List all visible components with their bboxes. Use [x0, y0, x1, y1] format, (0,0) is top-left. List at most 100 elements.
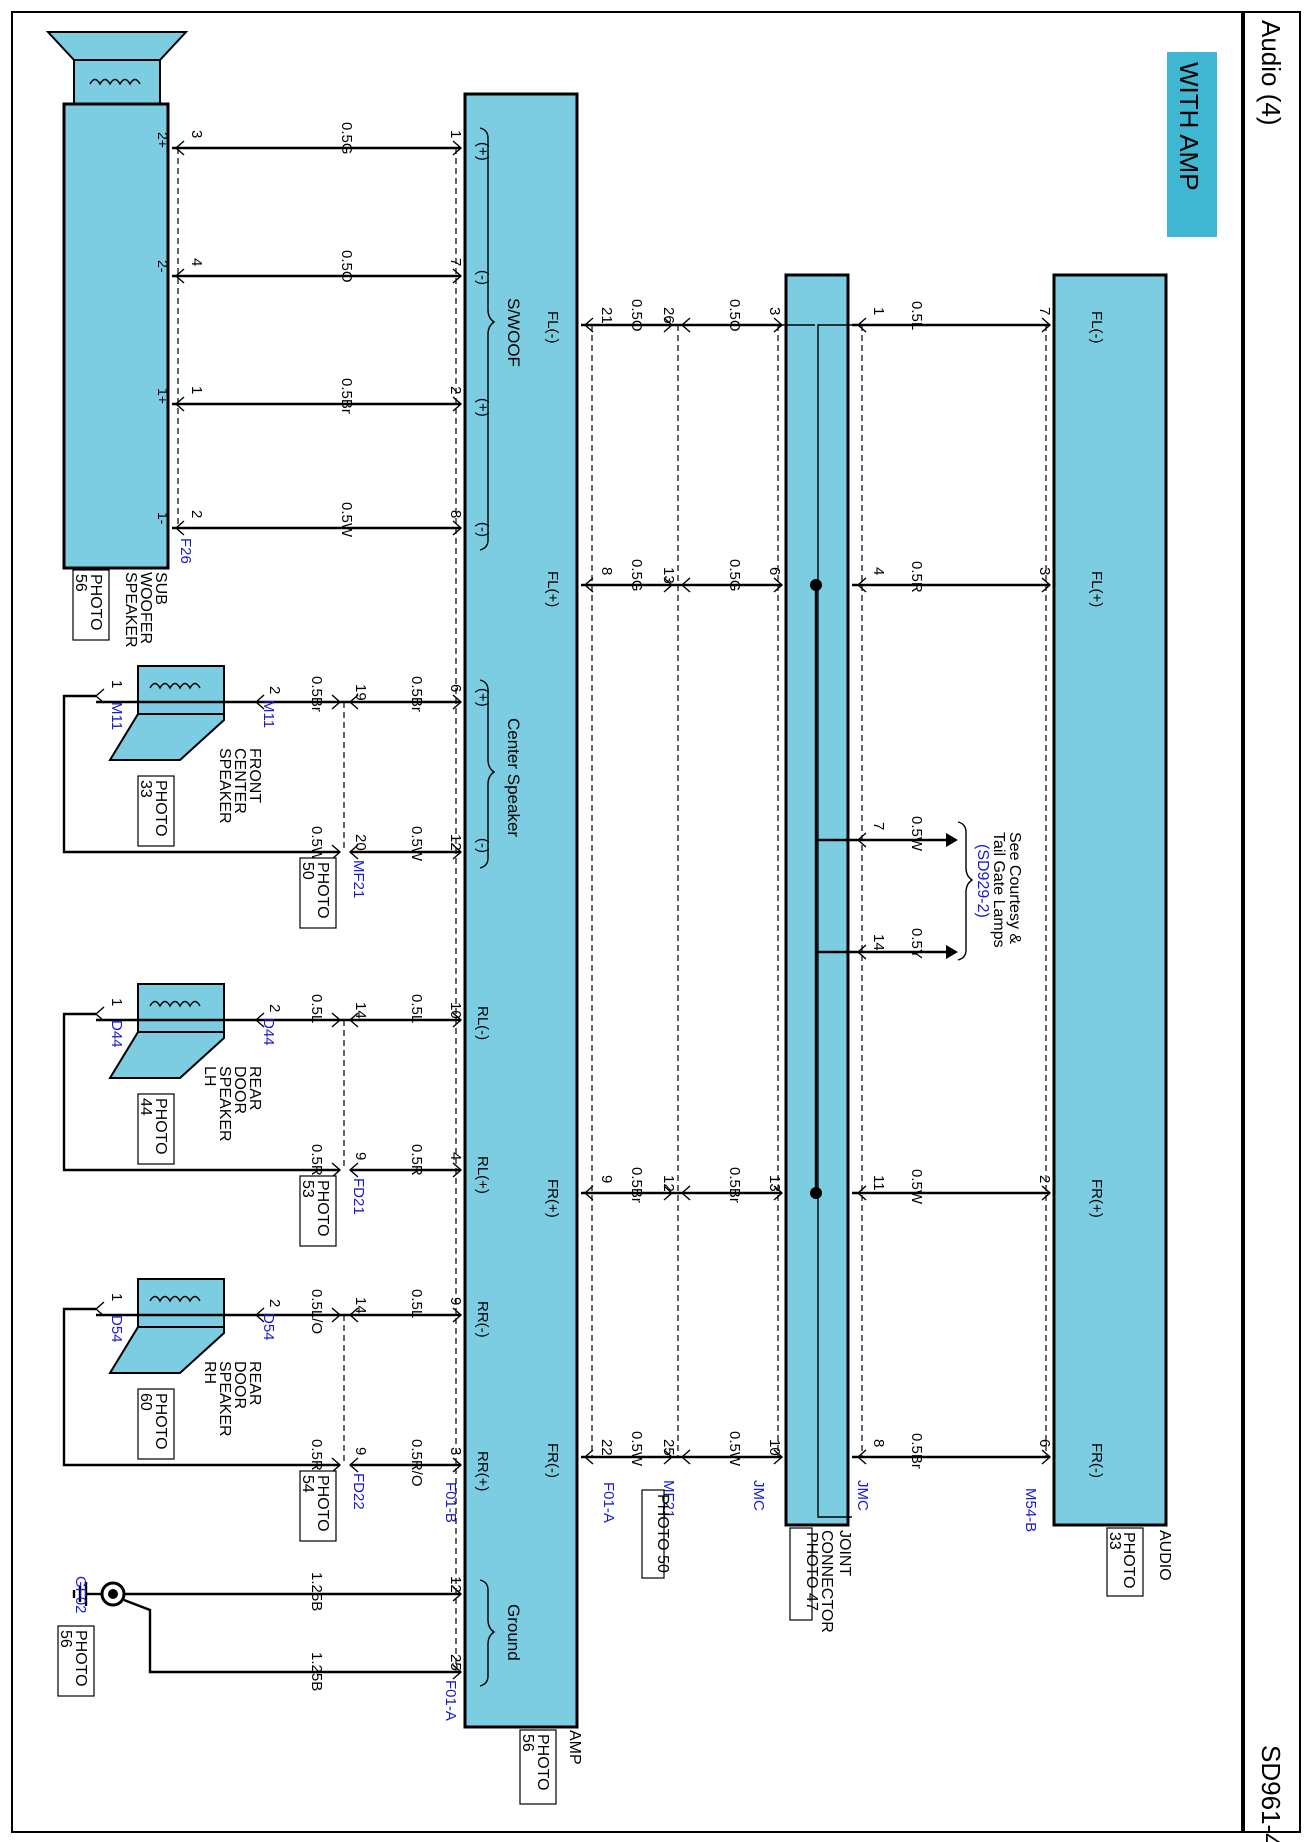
connector-pin — [174, 268, 185, 284]
wire-color-label: 0.5Br — [338, 378, 355, 414]
wire-color-label: 0.5R — [408, 1144, 425, 1176]
joint-pin-number: 8 — [870, 1439, 887, 1447]
mid-photo-number: 50 — [299, 862, 316, 880]
amp-pin-label: (-) — [474, 838, 491, 853]
joint-pin-number: 4 — [870, 567, 887, 575]
connector-pin — [331, 1307, 342, 1323]
coil-icon — [149, 1295, 201, 1303]
joint-pin-number: 7 — [870, 822, 887, 830]
speaker-coil-box — [137, 665, 225, 715]
svg-text:Tail Gate Lamps: Tail Gate Lamps — [990, 832, 1007, 948]
wire-color-label: 0.5L/O — [308, 1289, 325, 1334]
svg-text:AMP: AMP — [566, 1730, 583, 1765]
subwoofer-pin-number: 3 — [188, 130, 205, 138]
mid-pin-number: 20 — [352, 834, 369, 851]
wire-color-label: 0.5L — [408, 1289, 425, 1318]
amp-pin-number: 21 — [598, 307, 615, 324]
speaker-cone — [108, 1031, 225, 1079]
connector-pin — [1041, 1185, 1052, 1201]
mid-connector: FD21 — [350, 1178, 367, 1215]
mid-photo-box — [299, 1470, 337, 1542]
amp-pin-number: 1 — [447, 130, 464, 138]
connector-pin — [452, 520, 463, 536]
amp-pin-label: (-) — [474, 270, 491, 285]
speaker-connector: D54 — [260, 1313, 277, 1341]
amp-pin-label: FL(-) — [544, 311, 561, 344]
wire-color-label: 0.5R — [908, 561, 925, 593]
joint-pin-number: 6 — [766, 567, 783, 575]
speaker-name: SPEAKER — [216, 748, 233, 824]
speaker-photo-label: PHOTO — [152, 780, 169, 837]
subwoofer-terminal-label: 1+ — [155, 388, 171, 404]
joint-connector-right: JMC — [854, 1480, 871, 1511]
audio-pin-label: FR(-) — [1088, 1443, 1105, 1478]
amp-pin-number: 4 — [447, 1152, 464, 1160]
amp-pin-number: 12 — [447, 1576, 464, 1593]
audio-pin-label: FR(+) — [1088, 1179, 1105, 1218]
amp-pin-number: 22 — [598, 1439, 615, 1456]
connector-pin — [680, 1449, 691, 1465]
wire-color-label: 0.5W — [308, 826, 325, 862]
connector-pin — [94, 688, 105, 704]
connector-pin — [856, 577, 867, 593]
mid-photo-label: PHOTO — [314, 862, 331, 919]
wire-color-label: 0.5W — [408, 826, 425, 862]
connector-pin — [773, 1185, 784, 1201]
mid-pin-number: 19 — [352, 684, 369, 701]
speaker-connector: D54 — [108, 1315, 125, 1343]
subwoofer-cone — [45, 31, 189, 61]
connector-pin — [452, 1162, 463, 1178]
connector-pin — [452, 140, 463, 156]
courtesy-reference: See Courtesy & Tail Gate Lamps (SD929-2) — [957, 821, 1023, 961]
svg-text:JOINT: JOINT — [836, 1530, 853, 1576]
wire-color-label: 0.5L — [908, 301, 925, 330]
splice-dot — [810, 579, 822, 591]
connector-pin — [583, 1185, 594, 1201]
wire-color-label: 0.5G — [726, 559, 743, 592]
audio-unit — [1052, 273, 1168, 1527]
subwoofer-pin-number: 2 — [188, 510, 205, 518]
coil-icon — [149, 682, 201, 690]
connector-pin — [1041, 577, 1052, 593]
connector-pin — [452, 1457, 463, 1473]
connector-pin — [348, 694, 359, 710]
speaker-cone — [108, 1326, 225, 1374]
wire-color-label: 0.5Br — [308, 676, 325, 712]
connector-pin — [348, 1162, 359, 1178]
svg-text:SUB: SUB — [152, 572, 169, 605]
speaker-coil-box — [137, 983, 225, 1033]
joint-pin-number: 10 — [766, 1439, 783, 1456]
wire-color-label: 0.5R — [308, 1144, 325, 1176]
ground-photo: PHOTO 56 — [57, 1625, 95, 1697]
svg-text:(SD929-2): (SD929-2) — [974, 844, 991, 918]
speaker-photo-box — [137, 1093, 175, 1165]
wire-color-label: 0.5Br — [908, 1433, 925, 1469]
speaker-return-wire — [62, 1012, 340, 1172]
mf-pin-number: 13 — [660, 567, 677, 584]
wire-color-label: 1.25B — [308, 1572, 325, 1611]
speaker-name: SPEAKER — [216, 1361, 233, 1437]
speaker-pin-number: 1 — [108, 1293, 125, 1301]
ground-wire — [123, 1598, 461, 1674]
speaker-pin-number: 2 — [266, 1299, 283, 1307]
wire-color-label: 0.5G — [338, 122, 355, 155]
svg-text:CONNECTOR: CONNECTOR — [818, 1530, 835, 1633]
svg-text:PHOTO: PHOTO — [87, 574, 104, 631]
joint-caption: JOINT CONNECTOR PHOTO 47 — [789, 1527, 853, 1633]
connector-pin — [174, 396, 185, 412]
audio-pin-label: FL(+) — [1088, 571, 1105, 607]
amp-pin-number: 2 — [447, 386, 464, 394]
ground-group-label: Ground — [504, 1604, 523, 1661]
svg-text:56: 56 — [57, 1630, 74, 1648]
connector-pin — [452, 1664, 463, 1680]
joint-pin-number: 14 — [870, 934, 887, 951]
wire-color-label: 0.5O — [726, 299, 743, 332]
connector-pin — [452, 396, 463, 412]
svg-text:See Courtesy &: See Courtesy & — [1006, 832, 1023, 944]
wire-color-label: 0.5L — [408, 994, 425, 1023]
mf-pin-number: 25 — [660, 1439, 677, 1456]
subwoofer-connector: F26 — [177, 538, 194, 564]
wire-color-label: 0.5Y — [908, 928, 925, 959]
connector-pin — [452, 1012, 463, 1028]
amp-pin-label: FR(-) — [544, 1443, 561, 1478]
